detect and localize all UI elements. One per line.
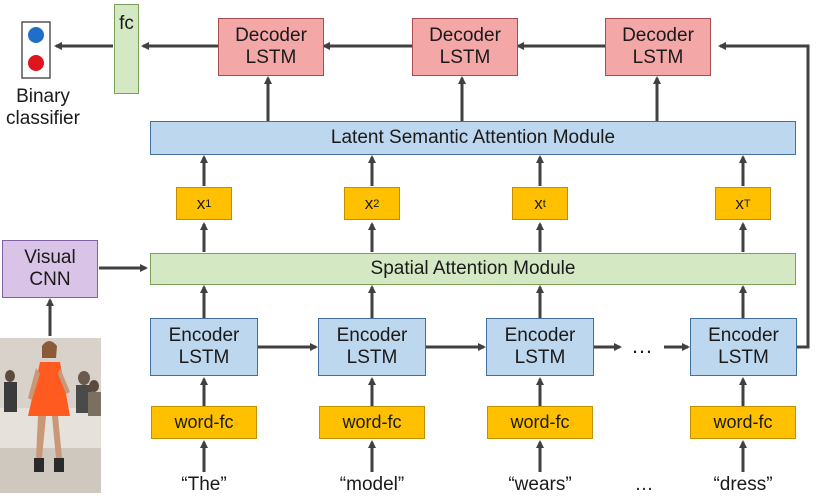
arrow-encoder-to-decoder-loop xyxy=(718,42,810,349)
word-fc-3: word-fc xyxy=(487,406,593,439)
encoder-ellipsis: … xyxy=(631,333,653,358)
word-1: “The” xyxy=(181,474,227,495)
classifier-icon xyxy=(21,21,51,79)
decoder-1-line2: LSTM xyxy=(245,47,297,68)
encoder-3-line1: Encoder xyxy=(504,325,576,346)
encoder-lstm-2: Encoder LSTM xyxy=(318,318,426,376)
classifier-blue-dot xyxy=(28,27,44,43)
classifier-red-dot xyxy=(28,55,44,71)
decoder-1-line1: Decoder xyxy=(235,25,307,46)
encoder-2-line2: LSTM xyxy=(346,347,398,368)
classifier-label-line1: Binary xyxy=(16,86,70,107)
word-fc-4-label: word-fc xyxy=(713,412,773,432)
visual-cnn-line1: Visual xyxy=(24,247,76,268)
x-token-T-base: x xyxy=(735,193,744,213)
decoder-2-line2: LSTM xyxy=(439,47,491,68)
word-3: “wears” xyxy=(508,474,572,495)
decoder-2-line1: Decoder xyxy=(429,25,501,46)
x-token-T-sub: T xyxy=(743,197,751,210)
encoder-2-line1: Encoder xyxy=(336,325,408,346)
encoder-lstm-3: Encoder LSTM xyxy=(486,318,594,376)
decoder-lstm-1: Decoder LSTM xyxy=(218,18,324,76)
word-fc-4: word-fc xyxy=(690,406,796,439)
decoder-3-line1: Decoder xyxy=(622,25,694,46)
encoder-lstm-4: Encoder LSTM xyxy=(690,318,797,376)
latent-module-label: Latent Semantic Attention Module xyxy=(330,127,616,148)
word-4: “dress” xyxy=(713,474,773,495)
decoder-lstm-2: Decoder LSTM xyxy=(412,18,518,76)
word-fc-1: word-fc xyxy=(151,406,257,439)
word-fc-1-label: word-fc xyxy=(174,412,234,432)
classifier-label: Binary classifier xyxy=(0,86,86,130)
word-fc-2-label: word-fc xyxy=(342,412,402,432)
spatial-module-label: Spatial Attention Module xyxy=(370,258,576,279)
x-token-t-base: x xyxy=(534,193,543,213)
x-token-1-base: x xyxy=(196,193,206,213)
runway-photo xyxy=(0,338,101,493)
encoder-4-line1: Encoder xyxy=(708,325,779,346)
encoder-1-line1: Encoder xyxy=(168,325,240,346)
words-ellipsis: … xyxy=(634,474,654,495)
visual-cnn-line2: CNN xyxy=(29,269,71,290)
visual-cnn: Visual CNN xyxy=(2,240,98,298)
encoder-lstm-1: Encoder LSTM xyxy=(150,318,258,376)
encoder-1-line2: LSTM xyxy=(178,347,230,368)
latent-semantic-attention-module: Latent Semantic Attention Module xyxy=(150,121,796,155)
word-fc-2: word-fc xyxy=(319,406,425,439)
word-fc-3-label: word-fc xyxy=(510,412,570,432)
decoder-3-line2: LSTM xyxy=(632,47,684,68)
fc-label: fc xyxy=(119,13,134,34)
x-token-1-sub: 1 xyxy=(205,197,212,210)
x-token-t-sub: t xyxy=(542,197,546,210)
x-token-2-sub: 2 xyxy=(373,197,380,210)
spatial-attention-module: Spatial Attention Module xyxy=(150,253,796,285)
x-token-2-base: x xyxy=(364,193,374,213)
decoder-lstm-3: Decoder LSTM xyxy=(605,18,711,76)
encoder-3-line2: LSTM xyxy=(514,347,566,368)
fc-layer: fc xyxy=(114,4,139,94)
classifier-label-line2: classifier xyxy=(6,108,80,129)
word-2: “model” xyxy=(339,474,405,495)
encoder-4-line2: LSTM xyxy=(718,347,769,368)
